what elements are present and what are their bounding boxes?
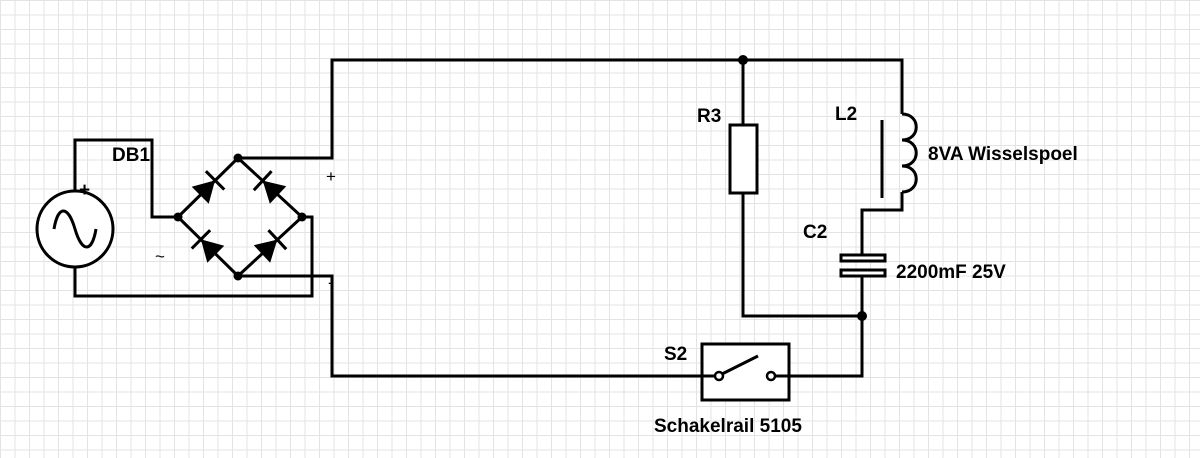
bridge-designator: DB1 [112, 145, 150, 166]
diode-icon [252, 170, 287, 204]
diode-icon [191, 170, 226, 204]
wire-source-top [73, 138, 178, 219]
resistor-icon [728, 123, 759, 195]
bridge-plus-terminal: + [326, 167, 336, 186]
wire-r3-bottom [741, 193, 862, 318]
junction-cap-node [857, 311, 867, 321]
junction-top [738, 55, 748, 65]
wire-node-to-switch [789, 316, 864, 378]
switch-designator: S2 [664, 344, 687, 365]
capacitor-value: 2200mF 25V [896, 262, 1006, 283]
switch-description: Schakelrail 5105 [654, 416, 802, 437]
wires [73, 58, 904, 378]
bridge-rectifier [176, 155, 305, 279]
wire-source-bottom [73, 215, 314, 298]
bridge-minus-terminal: - [328, 273, 334, 292]
source-plus-label: + [79, 180, 90, 201]
diode-icon [253, 229, 288, 263]
wire-bridge-minus [238, 274, 702, 378]
inductor-designator: L2 [835, 104, 857, 125]
diode-icon [190, 229, 225, 263]
inductor-description: 8VA Wisselspoel [928, 144, 1078, 165]
bridge-ac-symbol: ~ [155, 247, 165, 266]
switch-icon [700, 342, 791, 402]
wire-bridge-plus [238, 58, 904, 160]
capacitor-designator: C2 [803, 222, 827, 243]
wire-coil-to-cap [860, 192, 904, 255]
resistor-designator: R3 [697, 106, 721, 127]
ac-source-icon [35, 189, 115, 269]
capacitor-icon [839, 253, 887, 278]
inductor-icon [880, 112, 918, 198]
